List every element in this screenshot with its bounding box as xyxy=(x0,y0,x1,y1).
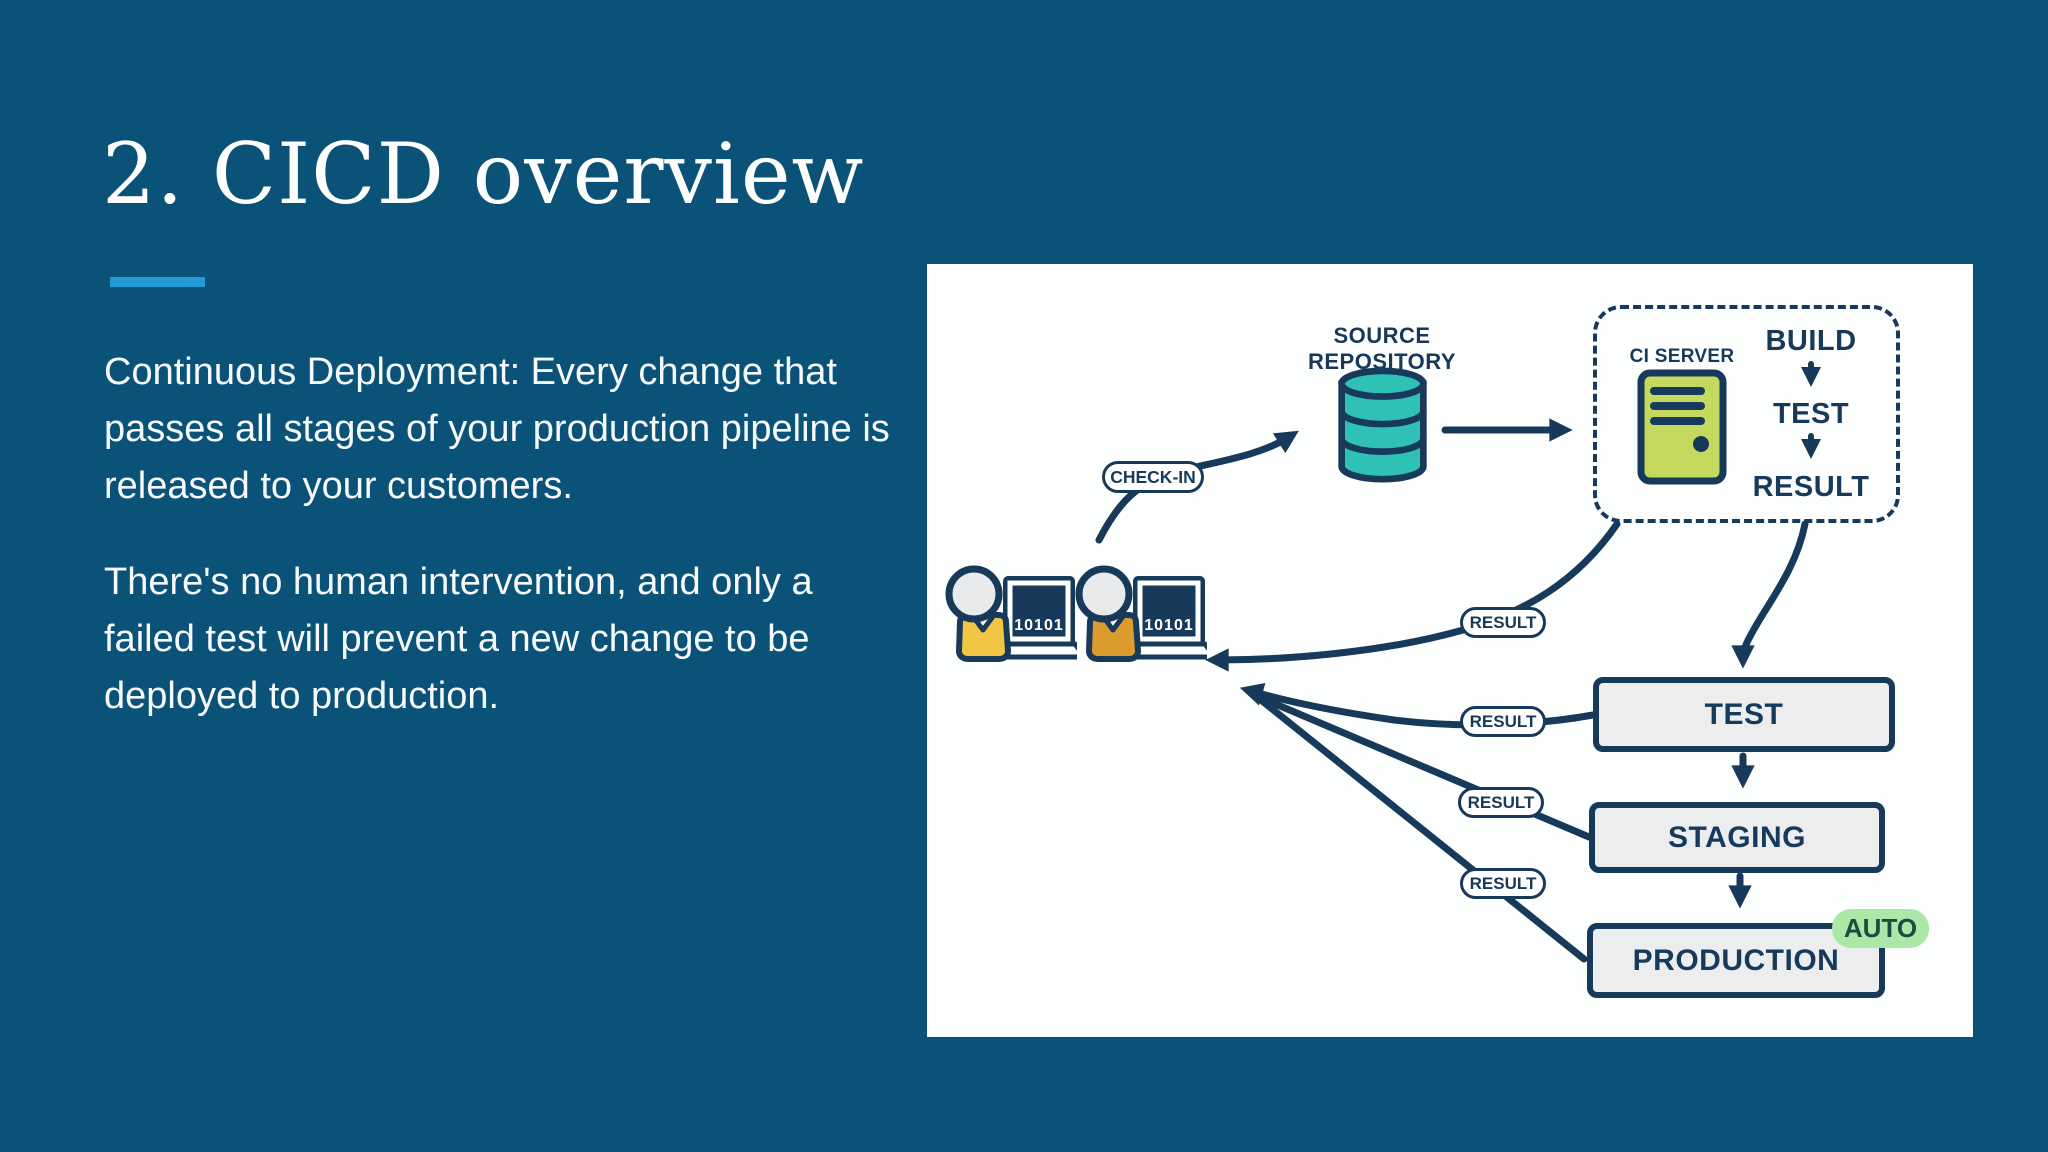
arrow-ciserver-result-to-devs xyxy=(1205,520,1621,672)
arrow-ciserver-to-test xyxy=(1731,520,1809,669)
stage-box-production: PRODUCTION xyxy=(1587,923,1885,998)
source-repository-label-line1: SOURCE xyxy=(1333,323,1431,348)
check-in-pill: CHECK-IN xyxy=(1102,461,1204,493)
pipeline-step-result: RESULT xyxy=(1752,471,1870,503)
result-pill-4: RESULT xyxy=(1460,868,1546,899)
database-icon xyxy=(1338,367,1427,483)
pipeline-step-build: BUILD xyxy=(1765,325,1857,357)
laptop-code-text: 10101 xyxy=(1144,617,1194,634)
laptop-code-text: 10101 xyxy=(1014,617,1064,634)
pipeline-step-test: TEST xyxy=(1772,398,1850,430)
title-accent-bar xyxy=(110,277,205,287)
ci-server-icon xyxy=(1637,369,1727,485)
stage-box-staging: STAGING xyxy=(1589,802,1885,873)
result-pill-2: RESULT xyxy=(1460,706,1546,737)
auto-badge: AUTO xyxy=(1832,909,1929,948)
developer-icon-2: 10101 xyxy=(1075,565,1207,662)
body-paragraph-1: Continuous Deployment: Every change that… xyxy=(104,351,890,507)
ci-server-label: CI SERVER xyxy=(1629,346,1735,367)
ci-server-group-border xyxy=(1593,305,1900,523)
cicd-diagram-panel: SOURCE REPOSITORY CI SERVER BUILD TEST R… xyxy=(927,264,1973,1037)
body-paragraph-2: There's no human intervention, and only … xyxy=(104,561,813,717)
stage-box-test: TEST xyxy=(1593,677,1895,752)
result-pill-1: RESULT xyxy=(1460,607,1546,638)
page-title: 2. CICD overview xyxy=(102,125,865,223)
line-production-result-to-devs xyxy=(1257,696,1588,963)
developer-icon-1: 10101 xyxy=(945,565,1077,662)
source-repository-label: SOURCE REPOSITORY xyxy=(1272,323,1492,375)
result-pill-3: RESULT xyxy=(1458,787,1544,818)
